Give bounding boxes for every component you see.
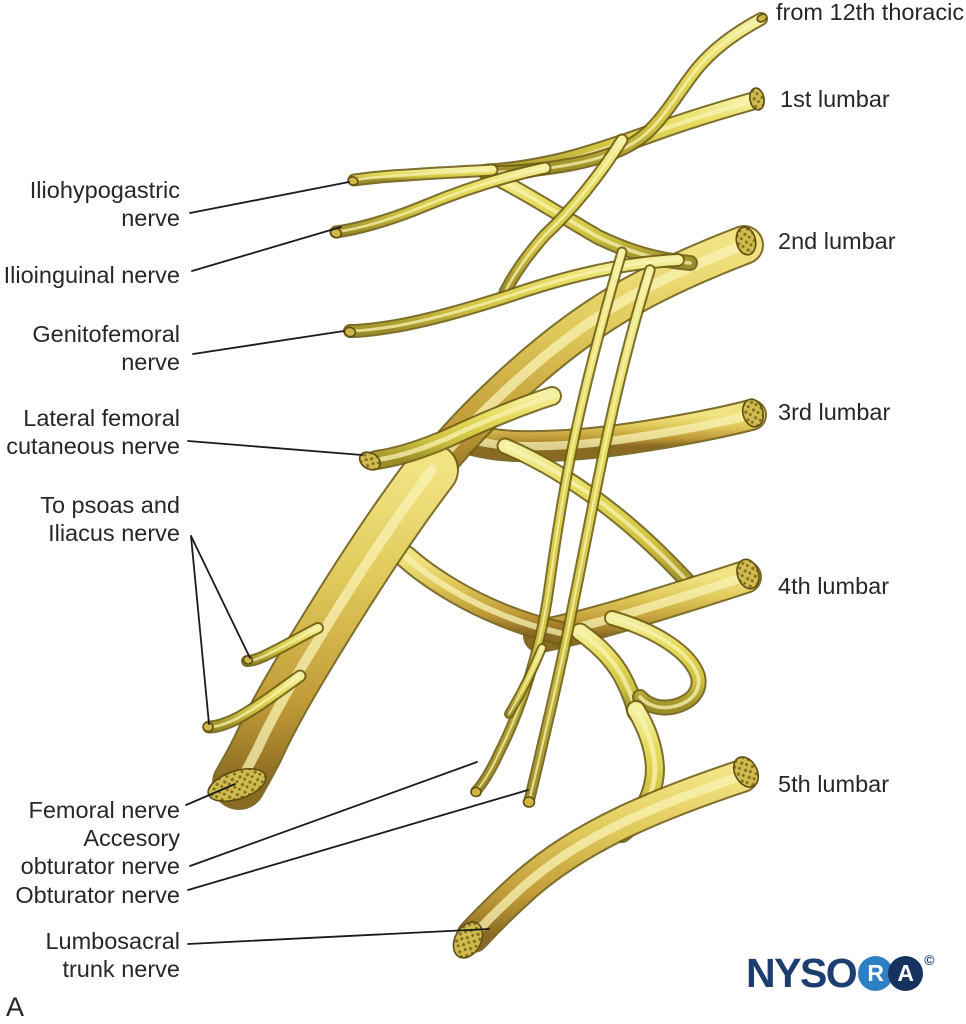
copyright-icon: © xyxy=(924,952,935,968)
strand-fork-highlight xyxy=(508,647,543,715)
leader-line-iliohypogastric xyxy=(189,181,350,214)
obturator-strand-highlight xyxy=(527,268,652,803)
label-2nd-lumbar: 2nd lumbar xyxy=(778,228,896,254)
psoas-tip-1 xyxy=(242,655,254,665)
l4-cut xyxy=(736,558,760,590)
label-lateral-femoral-cutaneous-nerve: Lateral femoral cutaneous nerve xyxy=(6,404,180,460)
label-line: trunk nerve xyxy=(62,956,180,982)
leader-line-obturator xyxy=(187,789,529,891)
label-line: To psoas and xyxy=(40,492,180,518)
label-line: Iliohypogastric xyxy=(29,177,180,203)
leader-line-genitofemoral xyxy=(192,330,345,355)
psoas-tip-2 xyxy=(202,721,214,733)
label-line: Lateral femoral xyxy=(23,405,180,431)
nerve-trunks-group xyxy=(202,12,768,953)
obturator-tip xyxy=(522,796,536,808)
label-5th-lumbar: 5th lumbar xyxy=(778,771,890,797)
l3-anterior-branch-highlight xyxy=(503,444,694,588)
panel-letter: A xyxy=(6,992,25,1022)
nerve-cut-ends-group xyxy=(202,13,768,959)
label-line: cutaneous nerve xyxy=(6,433,180,459)
label-femoral-nerve: Femoral nerve xyxy=(29,796,181,824)
label-ilioinguinal-nerve: Ilioinguinal nerve xyxy=(4,261,180,289)
ilioinguinal-trunk-highlight xyxy=(334,166,547,234)
l5-trunk xyxy=(458,761,757,951)
label-to-psoas-and-iliacus-nerve: To psoas and Iliacus nerve xyxy=(40,491,180,547)
label-line: Ilioinguinal nerve xyxy=(3,262,180,288)
label-line: obturator nerve xyxy=(20,853,180,879)
nysora-logo-badge-r: R xyxy=(858,955,894,991)
label-3rd-lumbar: 3rd lumbar xyxy=(778,399,891,425)
leader-line-psoas-1 xyxy=(190,535,251,659)
l4-loop-branch-highlight xyxy=(610,616,701,710)
femoral-trunk-highlight xyxy=(234,465,437,788)
nysora-logo: NYSO R A © xyxy=(746,951,935,995)
leader-line-psoas-2 xyxy=(190,535,210,725)
label-line: Accesory xyxy=(83,825,180,851)
l4-branch-up-highlight xyxy=(403,554,563,636)
label-line: Lumbosacral xyxy=(45,928,180,954)
leader-line-accessory-obturator xyxy=(189,761,478,867)
accessory-obturator-tip xyxy=(470,786,482,798)
leader-line-femoral xyxy=(185,783,236,806)
label-accessory-obturator-nerve: Accesory obturator nerve xyxy=(21,824,180,880)
genitofemoral-arm-highlight xyxy=(348,258,680,333)
iliohypogastric-trunk-highlight xyxy=(352,168,494,182)
t12-nerve xyxy=(493,14,766,177)
l3-cut xyxy=(741,398,765,428)
t12-tip xyxy=(756,13,768,23)
label-from-12th-thoracic: from 12th thoracic xyxy=(776,0,965,25)
label-line: Femoral nerve xyxy=(28,797,181,823)
label-line: Iliacus nerve xyxy=(48,520,180,546)
label-line: nerve xyxy=(121,205,180,231)
leader-line-lumbosacral-trunk xyxy=(187,928,490,945)
label-4th-lumbar: 4th lumbar xyxy=(778,573,890,599)
label-line: nerve xyxy=(121,349,180,375)
accessory-obturator-strand-highlight xyxy=(474,250,624,793)
l2-cut xyxy=(735,226,757,256)
psoas-twig-2-highlight xyxy=(207,674,302,729)
label-line: Obturator nerve xyxy=(15,882,180,908)
label-1st-lumbar: 1st lumbar xyxy=(780,86,890,112)
nysora-logo-text: NYSO xyxy=(746,950,858,996)
femoral-cut xyxy=(207,767,267,803)
l5-trunk-highlight xyxy=(468,771,747,941)
l1-cut xyxy=(749,87,765,111)
label-line: Genitofemoral xyxy=(32,321,180,347)
lateral-femoral-cutaneous-trunk-highlight xyxy=(373,393,555,463)
leader-line-ilioinguinal xyxy=(191,226,342,272)
label-obturator-nerve: Obturator nerve xyxy=(15,881,180,909)
leader-lines-group xyxy=(185,181,529,945)
l3-trunk-highlight xyxy=(455,410,756,451)
leader-line-lateral-femoral-cutaneous xyxy=(187,440,363,456)
label-iliohypogastric-nerve: Iliohypogastric nerve xyxy=(30,176,180,232)
label-lumbosacral-trunk-nerve: Lumbosacral trunk nerve xyxy=(45,927,180,983)
l5-cut xyxy=(732,756,760,788)
label-genitofemoral-nerve: Genitofemoral nerve xyxy=(32,320,180,376)
junction-descender-highlight xyxy=(503,138,624,294)
iliohypogastric-tip xyxy=(347,176,359,186)
nysora-logo-badge-a: A xyxy=(888,955,924,991)
